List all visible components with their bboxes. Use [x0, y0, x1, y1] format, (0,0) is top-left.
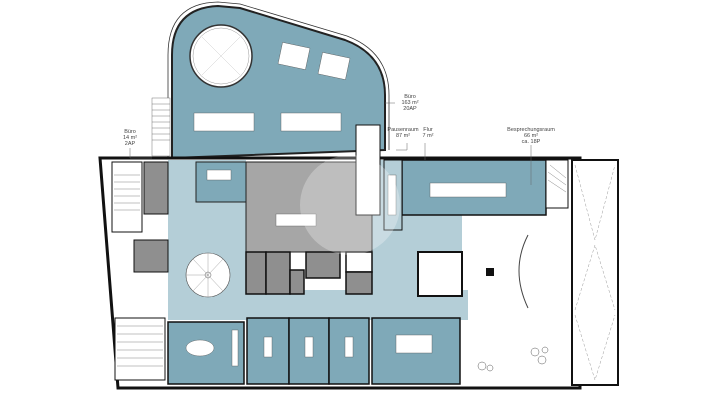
- room-area: 163 m²: [401, 100, 419, 106]
- grey-closet-west: [143, 161, 169, 215]
- west-staircase-north: [111, 161, 143, 233]
- room-name: Büro: [124, 129, 136, 135]
- room-capacity: 20AP: [403, 106, 417, 112]
- label-leaders: [129, 102, 532, 185]
- spiral-stair: [185, 252, 231, 298]
- lounge-chairs: [477, 346, 549, 372]
- south-office-furniture: [185, 329, 433, 367]
- watermark-circle: [300, 155, 400, 255]
- label-buero-west: Büro 14 m² 2AP: [123, 129, 137, 147]
- label-buero-nord: Büro 163 m² 20AP: [401, 94, 418, 112]
- room-name: Flur: [423, 127, 433, 133]
- facade-curve: [167, 1, 390, 158]
- label-pausenraum: Pausenraum 87 m²: [387, 127, 418, 139]
- room-capacity: 2AP: [124, 141, 136, 147]
- room-area: 87 m²: [395, 133, 411, 139]
- desk-row-north-2: [193, 112, 342, 132]
- column: [486, 268, 494, 276]
- label-besprechungsraum: Besprechungsraum 66 m² ca. 18P: [507, 127, 555, 145]
- desk-cluster-north-1: [277, 42, 351, 80]
- east-staircase: [545, 159, 569, 209]
- room-name: Büro: [404, 94, 416, 100]
- label-flur: Flur 7 m²: [423, 127, 434, 139]
- conference-table: [429, 182, 507, 198]
- service-rooms: [245, 251, 373, 295]
- room-area: 7 m²: [422, 133, 434, 139]
- room-area: 14 m²: [122, 135, 138, 141]
- room-small-north: [195, 161, 247, 203]
- room-area: 66 m²: [523, 133, 539, 139]
- lounge-table: [275, 213, 317, 227]
- stair-north-west: [151, 97, 171, 157]
- curved-wall-east: [518, 234, 529, 309]
- east-courtyard: [571, 159, 619, 386]
- room-flur: [355, 124, 381, 216]
- wc-west: [133, 239, 169, 273]
- room-name: Besprechungsraum: [507, 127, 555, 133]
- room-name: Pausenraum: [387, 127, 419, 133]
- room-capacity: ca. 18P: [521, 139, 541, 145]
- elevator-core: [417, 251, 463, 297]
- west-staircase-south: [114, 317, 166, 381]
